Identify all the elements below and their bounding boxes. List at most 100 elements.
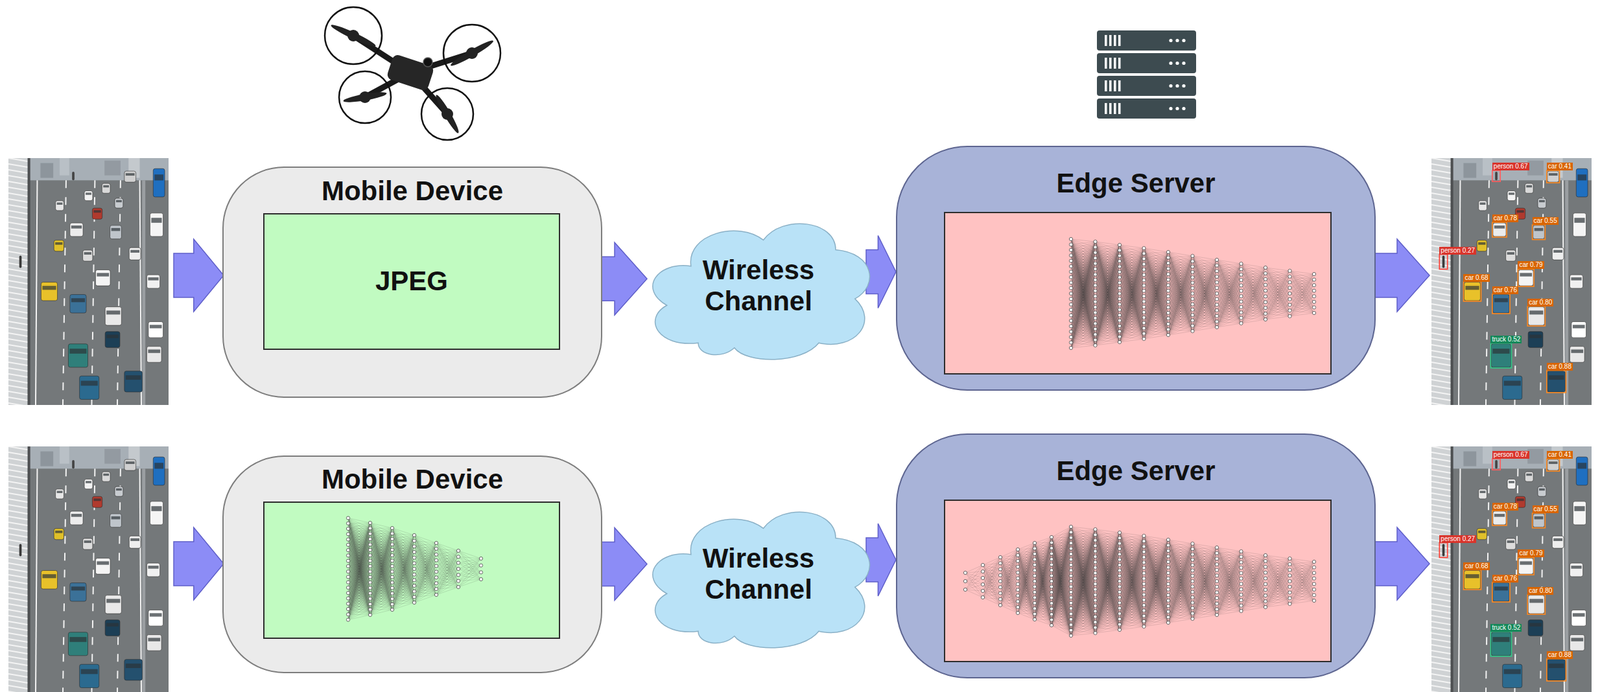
server-bar	[1109, 80, 1112, 92]
flow-arrow	[173, 239, 224, 312]
city-haze	[1431, 446, 1592, 469]
network-link	[1070, 269, 1096, 349]
network-link	[1070, 258, 1096, 349]
railing-post	[1431, 315, 1451, 319]
railing-post	[8, 193, 28, 197]
network-link	[1095, 250, 1121, 346]
railing-post	[8, 368, 28, 372]
car	[1524, 471, 1534, 482]
car-window	[1572, 324, 1586, 329]
railing-post	[8, 286, 28, 290]
propeller	[433, 93, 462, 135]
network-link	[1070, 329, 1096, 349]
railing-post	[8, 528, 28, 532]
person	[1442, 544, 1446, 557]
car-window	[1526, 473, 1532, 476]
network-link	[1119, 312, 1145, 343]
railing-post	[8, 580, 28, 585]
network-link	[1070, 318, 1096, 349]
server-bar	[1118, 57, 1121, 69]
railing-post	[1431, 668, 1451, 672]
network-link	[1144, 318, 1169, 340]
server-icon	[1096, 30, 1197, 119]
car	[1552, 247, 1564, 260]
drone-props	[329, 22, 495, 135]
car-window	[96, 272, 109, 277]
railing-post	[1431, 563, 1451, 567]
car-window	[103, 185, 109, 188]
railing-post	[8, 397, 28, 401]
output-photo	[1431, 158, 1592, 406]
car-window	[1574, 217, 1585, 224]
person	[1494, 460, 1498, 469]
car-window	[151, 217, 162, 224]
network-link	[1119, 291, 1145, 343]
railing-post	[1431, 458, 1451, 462]
detection-box	[1517, 557, 1534, 576]
encoder-box: JPEG	[263, 213, 561, 351]
car	[1518, 269, 1534, 286]
car	[1533, 514, 1545, 528]
lane-dash	[62, 180, 67, 406]
car	[53, 240, 64, 252]
building	[1482, 446, 1493, 465]
network-link	[1070, 285, 1096, 349]
car	[114, 486, 124, 497]
input-photo	[8, 158, 169, 406]
car	[1528, 307, 1545, 326]
railing-post	[8, 239, 28, 244]
railing-post	[1431, 662, 1451, 666]
network-link	[1095, 304, 1121, 346]
car	[124, 659, 143, 681]
server-bar	[1104, 80, 1108, 92]
railing-post	[8, 158, 28, 162]
car-window	[1480, 202, 1486, 205]
network-link	[1095, 326, 1121, 346]
propeller	[329, 22, 377, 49]
car	[79, 376, 100, 400]
network-link	[1119, 269, 1145, 343]
car	[1505, 538, 1516, 550]
network-link	[1070, 296, 1096, 349]
person	[71, 460, 75, 469]
railing-post	[8, 563, 28, 567]
railing-post	[8, 481, 28, 485]
railing-post	[1431, 627, 1451, 631]
server-bar	[1118, 80, 1121, 92]
car-window	[57, 491, 63, 494]
car-window	[81, 381, 98, 387]
lane-dash	[117, 180, 121, 406]
building	[59, 446, 70, 465]
network-link	[1095, 245, 1121, 346]
railing-post	[1431, 598, 1451, 602]
car	[82, 250, 93, 262]
car	[1505, 250, 1516, 262]
railing-post	[1431, 505, 1451, 509]
railing-post	[1431, 187, 1451, 191]
detection-box	[1492, 222, 1507, 238]
car-window	[111, 516, 121, 520]
car-window	[1480, 491, 1486, 494]
railing-post	[8, 204, 28, 209]
network-link	[1144, 280, 1169, 340]
car-window	[147, 565, 159, 570]
railing-post	[8, 257, 28, 261]
railing-post	[1431, 446, 1451, 450]
railing-post	[8, 391, 28, 395]
car	[149, 213, 163, 237]
railing-post	[1431, 510, 1451, 515]
car	[146, 274, 160, 289]
car	[1493, 294, 1510, 314]
median	[141, 468, 146, 692]
car-window	[1519, 272, 1532, 277]
railing-post	[1431, 592, 1451, 596]
car	[129, 247, 141, 260]
car	[149, 501, 163, 526]
box-title: Edge Server	[1056, 167, 1215, 200]
car-window	[106, 310, 120, 315]
building	[40, 451, 54, 467]
car-window	[1529, 310, 1543, 315]
railing-post	[8, 510, 28, 515]
railing-post	[8, 662, 28, 666]
